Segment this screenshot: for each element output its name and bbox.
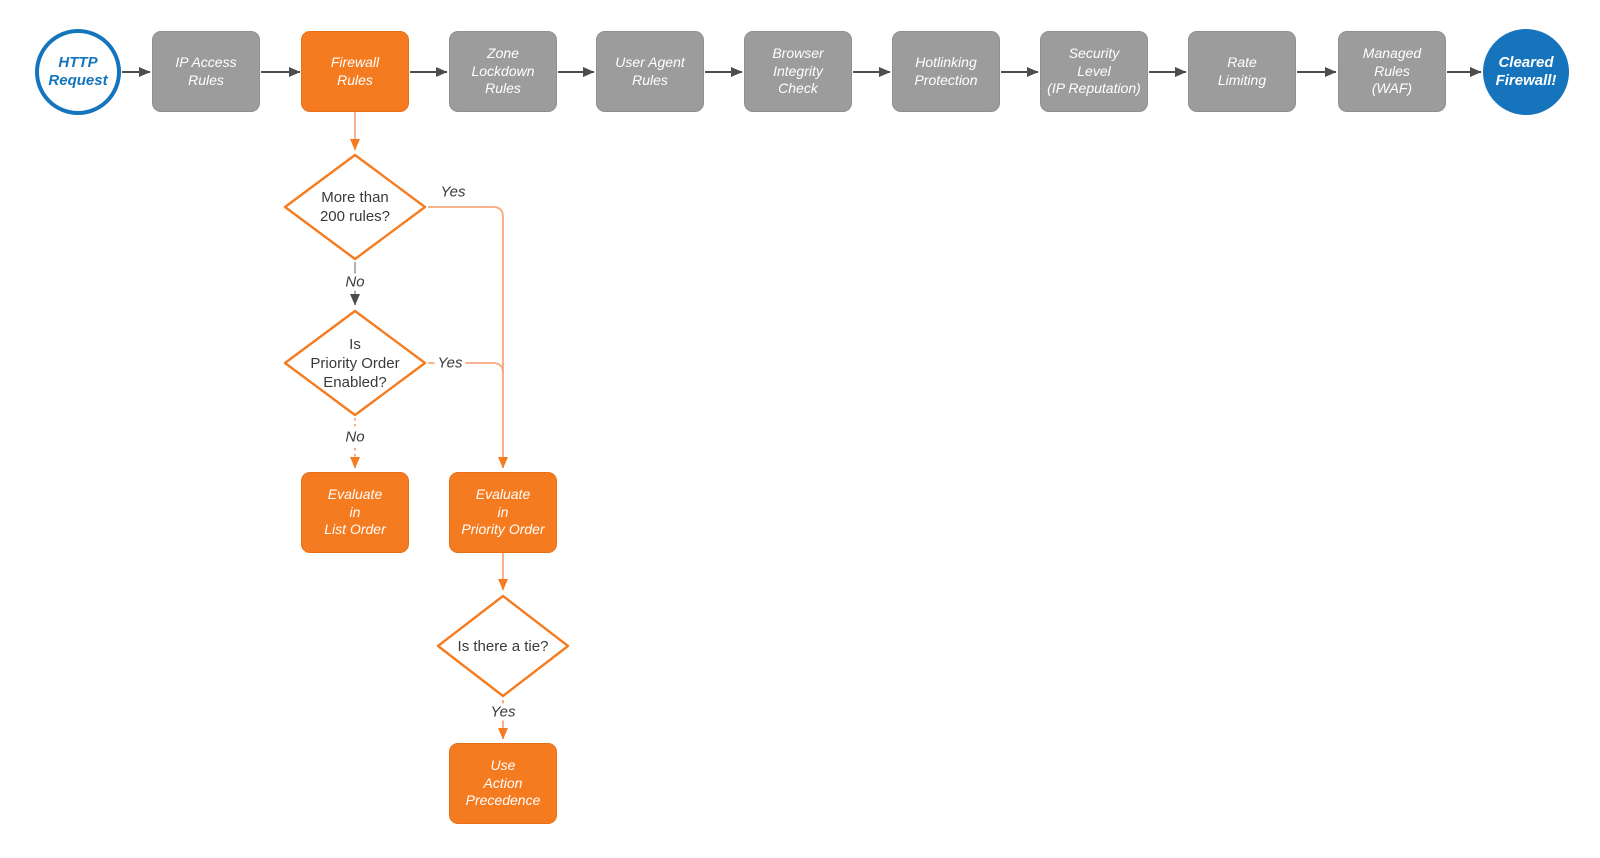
end-node-cleared-firewall: Cleared Firewall!	[1483, 29, 1569, 115]
decision-label: Is Priority Order Enabled?	[310, 335, 400, 391]
step-label: Hotlinking Protection	[914, 54, 978, 88]
outcome-evaluate-in-list-order: Evaluate in List Order	[301, 472, 409, 553]
step-label: Zone Lockdown Rules	[471, 45, 535, 97]
start-node-http-request: HTTP Request	[35, 29, 121, 115]
outcome-label: Evaluate in Priority Order	[461, 486, 545, 538]
decision-label: More than 200 rules?	[319, 189, 391, 225]
edge-label-no-priority-enabled: No	[342, 428, 368, 446]
diamond-shape	[283, 153, 427, 261]
step-label: Rate Limiting	[1217, 54, 1267, 88]
step-hotlinking-protection: Hotlinking Protection	[892, 31, 1000, 112]
step-zone-lockdown-rules: Zone Lockdown Rules	[449, 31, 557, 112]
step-firewall-rules: Firewall Rules	[301, 31, 409, 112]
edge-label-yes-tie: Yes	[487, 703, 519, 721]
step-label: IP Access Rules	[175, 54, 237, 88]
step-security-level: Security Level (IP Reputation)	[1040, 31, 1148, 112]
edge-label-no-more-than-200: No	[342, 273, 368, 291]
end-node-label: Cleared Firewall!	[1495, 54, 1557, 89]
step-user-agent-rules: User Agent Rules	[596, 31, 704, 112]
step-managed-rules-waf: Managed Rules (WAF)	[1338, 31, 1446, 112]
step-rate-limiting: Rate Limiting	[1188, 31, 1296, 112]
outcome-evaluate-in-priority-order: Evaluate in Priority Order	[449, 472, 557, 553]
step-label: Browser Integrity Check	[772, 45, 824, 97]
step-label: User Agent Rules	[615, 54, 685, 88]
decision-is-there-a-tie: Is there a tie?	[436, 594, 570, 698]
decision-label: Is there a tie?	[457, 637, 549, 655]
start-node-label: HTTP Request	[48, 54, 108, 89]
outcome-use-action-precedence: Use Action Precedence	[449, 743, 557, 824]
step-browser-integrity-check: Browser Integrity Check	[744, 31, 852, 112]
edge-label-yes-more-than-200: Yes	[437, 183, 469, 201]
outcome-label: Use Action Precedence	[465, 757, 541, 809]
step-label: Managed Rules (WAF)	[1362, 45, 1422, 97]
diamond-shape	[283, 309, 427, 417]
step-label: Security Level (IP Reputation)	[1047, 45, 1141, 97]
decision-priority-order-enabled: Is Priority Order Enabled?	[283, 309, 427, 417]
edge-label-yes-priority-enabled: Yes	[434, 354, 466, 372]
outcome-label: Evaluate in List Order	[324, 486, 386, 538]
step-ip-access-rules: IP Access Rules	[152, 31, 260, 112]
step-label: Firewall Rules	[330, 54, 380, 88]
diamond-shape	[436, 594, 570, 698]
decision-more-than-200-rules: More than 200 rules?	[283, 153, 427, 261]
